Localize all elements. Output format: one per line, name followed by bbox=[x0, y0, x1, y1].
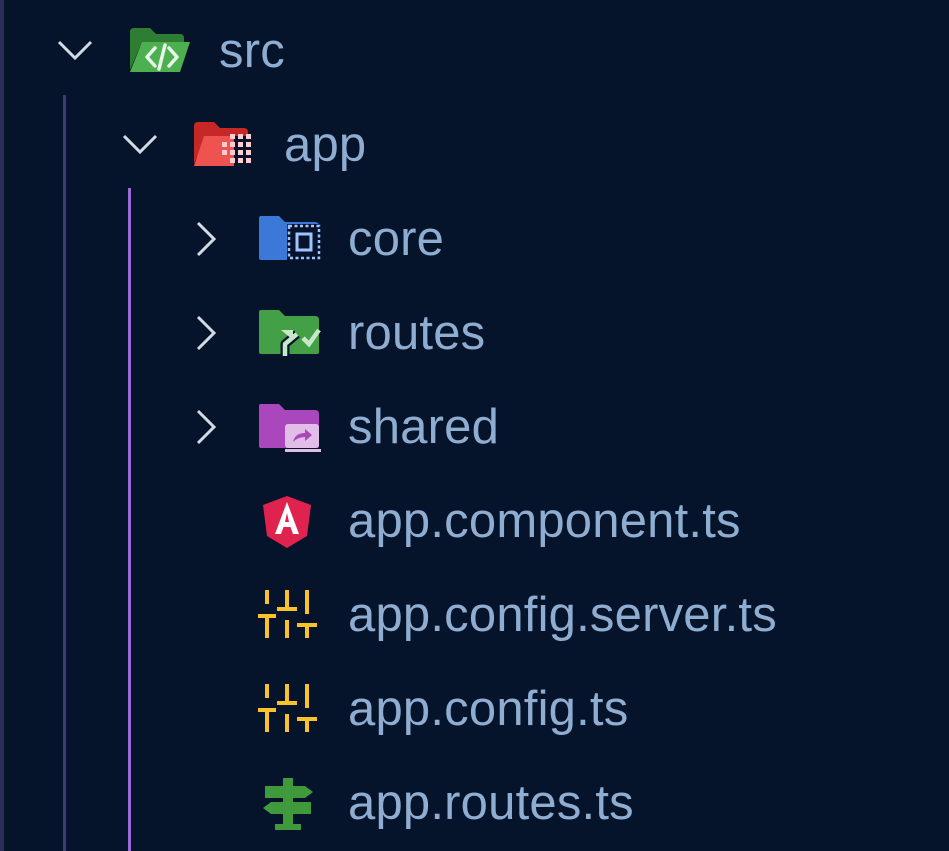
tree-item-core[interactable]: core bbox=[0, 192, 949, 286]
tree-item-label: shared bbox=[348, 400, 500, 454]
folder-core-icon bbox=[259, 216, 321, 260]
folder-shared-icon bbox=[259, 404, 321, 452]
chevron-down-icon[interactable] bbox=[120, 125, 160, 165]
tree-item-app-config-server-ts[interactable]: app.config.server.ts bbox=[0, 568, 949, 662]
tree-item-app-routes-ts[interactable]: app.routes.ts bbox=[0, 756, 949, 850]
folder-app-open-icon bbox=[194, 122, 251, 166]
folder-src-open-icon bbox=[130, 28, 190, 72]
tree-item-label: app.routes.ts bbox=[348, 776, 634, 830]
tree-item-label: app.config.server.ts bbox=[348, 588, 777, 642]
tree-item-label: app.config.ts bbox=[348, 682, 629, 736]
chevron-right-icon[interactable] bbox=[186, 313, 226, 353]
tree-item-label: routes bbox=[348, 306, 486, 360]
tree-item-app[interactable]: app bbox=[0, 98, 949, 192]
tree-item-src[interactable]: src bbox=[0, 4, 949, 98]
signpost-icon bbox=[263, 778, 313, 830]
tree-item-label: core bbox=[348, 212, 445, 266]
chevron-right-icon[interactable] bbox=[186, 407, 226, 447]
angular-icon bbox=[263, 496, 311, 548]
chevron-down-icon[interactable] bbox=[55, 31, 95, 71]
panel-left-border bbox=[0, 0, 4, 851]
tree-item-label: app.component.ts bbox=[348, 494, 741, 548]
tree-item-app-config-ts[interactable]: app.config.ts bbox=[0, 662, 949, 756]
tree-item-label: app bbox=[284, 118, 367, 172]
folder-routes-icon bbox=[259, 310, 321, 356]
chevron-right-icon[interactable] bbox=[186, 219, 226, 259]
indent-guide-app bbox=[128, 188, 131, 851]
tree-item-routes[interactable]: routes bbox=[0, 286, 949, 380]
config-sliders-icon bbox=[258, 684, 317, 732]
tree-item-label: src bbox=[219, 24, 285, 78]
tree-item-shared[interactable]: shared bbox=[0, 380, 949, 474]
config-sliders-icon bbox=[258, 590, 317, 638]
tree-item-app-component-ts[interactable]: app.component.ts bbox=[0, 474, 949, 568]
indent-guide-src bbox=[63, 95, 66, 851]
